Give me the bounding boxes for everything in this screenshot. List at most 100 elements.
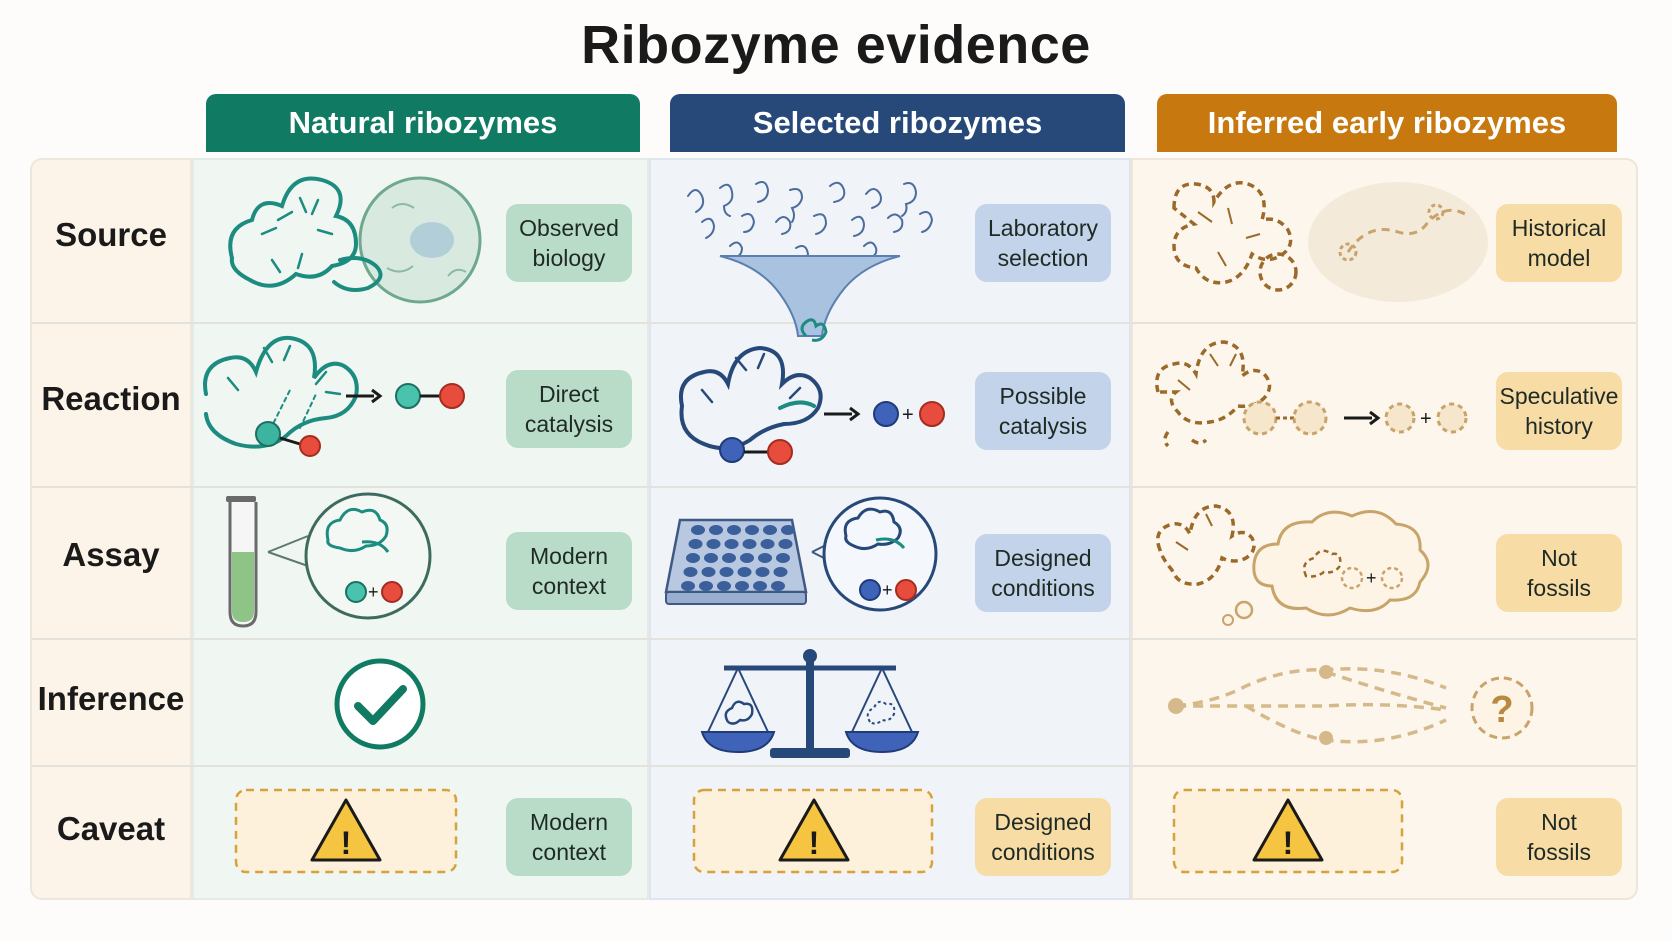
row-divider bbox=[32, 765, 1636, 767]
exclaim-mark: ! bbox=[1283, 825, 1294, 861]
selected-assay-pill: Designed conditions bbox=[975, 534, 1111, 612]
well bbox=[758, 553, 772, 563]
rna-pool bbox=[687, 181, 934, 263]
selected-caveat-pill: Designed conditions bbox=[975, 798, 1111, 876]
well bbox=[691, 525, 705, 535]
column-header-natural: Natural ribozymes bbox=[206, 94, 640, 152]
well bbox=[745, 525, 759, 535]
test-tube-icon bbox=[226, 496, 258, 628]
well bbox=[740, 553, 754, 563]
well bbox=[742, 539, 757, 549]
well bbox=[755, 567, 770, 577]
rna-hairpin-icon bbox=[679, 345, 823, 451]
well bbox=[683, 567, 698, 577]
natural-caveat-pill: Modern context bbox=[506, 798, 632, 876]
branching-paths-icon bbox=[1175, 667, 1447, 744]
inferred-assay-art: + bbox=[1156, 504, 1430, 626]
row-divider bbox=[32, 322, 1636, 324]
well bbox=[706, 539, 721, 549]
selected-inference-art bbox=[700, 649, 920, 758]
well bbox=[717, 581, 731, 591]
natural-source-pill: Observed biology bbox=[506, 204, 632, 282]
column-header-selected: Selected ribozymes bbox=[670, 94, 1125, 152]
warning-icon: ! bbox=[1252, 798, 1324, 862]
well bbox=[709, 525, 723, 535]
plus-sign: + bbox=[1420, 408, 1432, 430]
plus-sign: + bbox=[902, 404, 914, 426]
rna-hairpin-icon bbox=[203, 335, 359, 449]
exclaim-mark: ! bbox=[341, 825, 352, 861]
cell-icon bbox=[358, 176, 482, 304]
column-header-inferred: Inferred early ribozymes bbox=[1157, 94, 1617, 152]
exclaim-mark: ! bbox=[809, 825, 820, 861]
plus-sign: + bbox=[368, 582, 379, 602]
row-divider bbox=[32, 486, 1636, 488]
plus-sign: + bbox=[882, 580, 893, 600]
natural-reaction-art bbox=[203, 335, 465, 457]
well bbox=[760, 539, 775, 549]
selected-source-art bbox=[687, 181, 934, 342]
row-label-reaction: Reaction bbox=[41, 380, 181, 417]
selected-assay-art: + bbox=[664, 496, 938, 612]
question-mark: ? bbox=[1490, 689, 1513, 731]
page-title: Ribozyme evidence bbox=[581, 15, 1091, 75]
well bbox=[763, 525, 777, 535]
plus-sign: + bbox=[1366, 568, 1377, 588]
row-label-caveat: Caveat bbox=[56, 810, 166, 847]
inferred-source-art bbox=[1172, 181, 1488, 302]
check-icon bbox=[334, 658, 426, 750]
natural-reaction-pill: Direct catalysis bbox=[506, 370, 632, 448]
selected-source-pill: Laboratory selection bbox=[975, 204, 1111, 282]
selected-caveat-art: ! bbox=[692, 788, 934, 874]
well bbox=[699, 581, 713, 591]
wells bbox=[681, 525, 795, 591]
inferred-reaction-art: + bbox=[1155, 340, 1468, 448]
well bbox=[686, 553, 700, 563]
well bbox=[688, 539, 703, 549]
well bbox=[737, 567, 752, 577]
inferred-assay-pill: Not fossils bbox=[1496, 534, 1622, 612]
rna-hairpin-icon bbox=[1172, 181, 1298, 292]
inferred-caveat-pill: Not fossils bbox=[1496, 798, 1622, 876]
well-plate-icon bbox=[664, 518, 808, 605]
natural-source-art bbox=[228, 176, 482, 304]
natural-assay-pill: Modern context bbox=[506, 532, 632, 610]
row-divider bbox=[32, 638, 1636, 640]
warning-icon: ! bbox=[310, 798, 382, 862]
well bbox=[771, 581, 785, 591]
rna-hairpin-icon bbox=[228, 176, 383, 292]
well bbox=[704, 553, 718, 563]
selected-reaction-pill: Possible catalysis bbox=[975, 372, 1111, 450]
inferred-caveat-art: ! bbox=[1172, 788, 1404, 874]
well bbox=[701, 567, 716, 577]
well bbox=[735, 581, 749, 591]
row-label-panel bbox=[30, 158, 192, 900]
well bbox=[724, 539, 739, 549]
natural-caveat-art: ! bbox=[234, 788, 458, 874]
well bbox=[773, 567, 788, 577]
inferred-reaction-pill: Speculative history bbox=[1496, 372, 1622, 450]
rna-hairpin-icon bbox=[325, 507, 390, 553]
well bbox=[778, 539, 793, 549]
map-background bbox=[1308, 182, 1488, 302]
natural-assay-art: + bbox=[226, 492, 432, 628]
well bbox=[781, 525, 795, 535]
well bbox=[681, 581, 695, 591]
rna-hairpin-icon bbox=[1155, 340, 1272, 448]
inferred-source-pill: Historical model bbox=[1496, 204, 1622, 282]
well bbox=[753, 581, 767, 591]
thought-cloud-icon: + bbox=[1222, 510, 1430, 626]
rna-hairpin-icon bbox=[1156, 504, 1256, 586]
balance-scale-icon bbox=[700, 649, 920, 758]
well bbox=[722, 553, 736, 563]
row-label-inference: Inference bbox=[37, 680, 185, 717]
natural-inference-art bbox=[334, 658, 426, 750]
row-label-assay: Assay bbox=[62, 536, 160, 573]
selected-reaction-art: + bbox=[679, 345, 945, 465]
well bbox=[776, 553, 790, 563]
warning-icon: ! bbox=[778, 798, 850, 862]
well bbox=[719, 567, 734, 577]
inferred-inference-art: ? bbox=[1168, 665, 1534, 745]
well bbox=[727, 525, 741, 535]
rna-hairpin-icon bbox=[843, 507, 906, 551]
